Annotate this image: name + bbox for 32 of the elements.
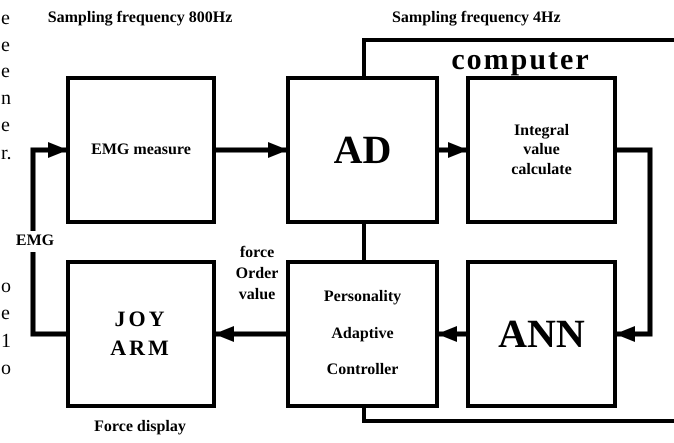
- cropped-text: e: [1, 33, 10, 57]
- box-label: EMG measure: [91, 140, 191, 160]
- box-label: AD: [334, 126, 392, 174]
- process-box: [66, 76, 216, 224]
- process-box: [286, 260, 439, 408]
- box-label: Integral value calculate: [510, 121, 573, 179]
- arrow: [30, 142, 68, 336]
- cropped-text: e: [1, 59, 10, 83]
- arrow: [437, 326, 466, 342]
- cropped-text: n: [1, 86, 11, 110]
- cropped-text: e: [1, 6, 10, 30]
- process-box: [66, 260, 216, 408]
- box-label: Personality Adaptive Controller: [322, 286, 402, 380]
- cropped-text: e: [1, 113, 10, 137]
- box-caption: Force display: [93, 417, 187, 437]
- cropped-text: o: [1, 356, 11, 380]
- box-label: JOY ARM: [109, 305, 173, 362]
- group-title: computer: [451, 42, 591, 78]
- process-box: [286, 76, 439, 224]
- arrow: [439, 142, 468, 158]
- cropped-text: e: [1, 301, 10, 325]
- cropped-text: r.: [1, 141, 12, 165]
- cropped-text: 1: [1, 329, 11, 353]
- cropped-text: o: [1, 274, 11, 298]
- box-label: ANN: [498, 310, 585, 358]
- arrow: [214, 326, 286, 342]
- box-caption: Sampling frequency 800Hz: [46, 8, 234, 28]
- note-text: Sampling frequency 4Hz: [392, 8, 561, 28]
- arrow: [216, 142, 288, 158]
- process-box: [466, 260, 617, 408]
- process-box: [466, 76, 617, 224]
- arrow: [615, 148, 652, 342]
